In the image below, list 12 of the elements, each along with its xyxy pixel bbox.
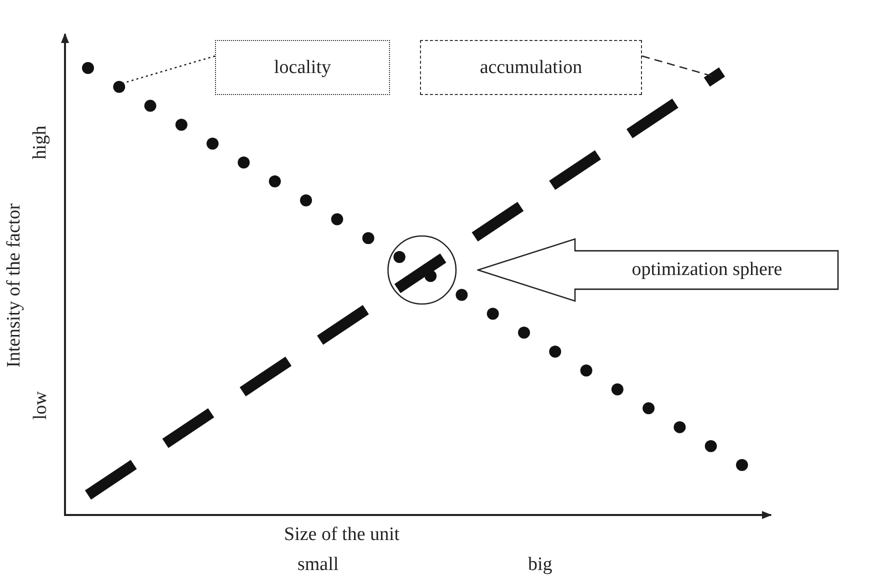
block-arrow xyxy=(477,238,839,302)
leader-line xyxy=(642,55,712,77)
axis-title: Intensity of the factor xyxy=(4,202,24,368)
block-arrow-label: optimization sphere xyxy=(632,259,782,281)
axis-label: low xyxy=(30,390,50,420)
axis-label: high xyxy=(30,125,50,159)
axis-label: small xyxy=(298,554,339,574)
text-box: accumulation xyxy=(420,40,642,95)
axis-title: Size of the unit xyxy=(284,524,400,544)
axis-label: big xyxy=(528,554,552,574)
text-box: locality xyxy=(215,40,390,95)
leader-line xyxy=(120,55,216,85)
